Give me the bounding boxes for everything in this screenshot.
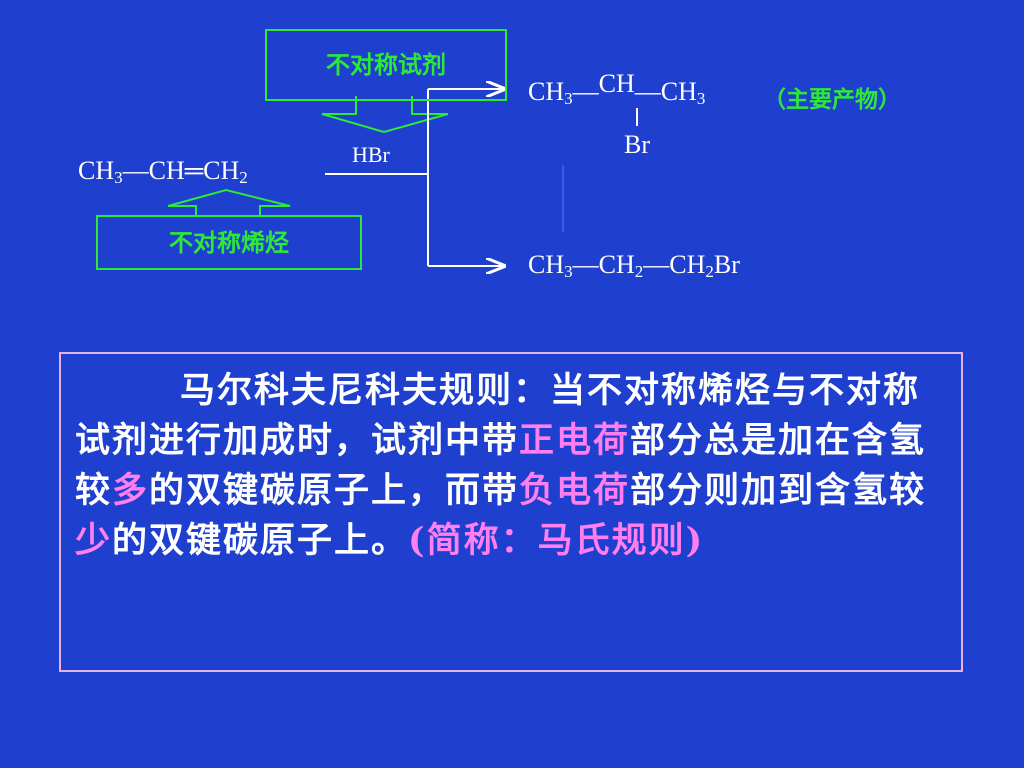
rule-more: 多: [112, 470, 150, 511]
reactant-single-bond: —: [122, 156, 149, 185]
asym-reagent-label: 不对称试剂: [326, 50, 446, 79]
major-product-br-bond: [636, 108, 638, 126]
reaction-arrows: [167, 0, 564, 340]
asym-alkene-label: 不对称烯烃: [169, 228, 289, 257]
markovnikov-rule-box: 马尔科夫尼科夫规则：当不对称烯烃与不对称试剂进行加成时，试剂中带正电荷部分总是加…: [59, 352, 963, 672]
rule-short-name: (简称：马氏规则): [408, 520, 705, 561]
reactant-formula: CH3—CH═CH2: [78, 156, 248, 187]
major-product-br: Br: [624, 130, 650, 159]
major-product-formula: CH3—CH—CH3: [528, 69, 706, 108]
rule-less: 少: [75, 520, 113, 561]
reactant-double-bond: ═: [184, 156, 204, 185]
reagent-hbr: HBr: [352, 142, 390, 167]
major-product-ch: CH: [598, 69, 635, 98]
reactant-ch2: CH: [203, 156, 240, 185]
major-product-note: （主要产物）: [763, 86, 901, 113]
reactant-ch3: CH: [78, 156, 115, 185]
markovnikov-rule-text: 马尔科夫尼科夫规则：当不对称烯烃与不对称试剂进行加成时，试剂中带正电荷部分总是加…: [75, 370, 927, 561]
asym-reagent-box: 不对称试剂: [265, 29, 507, 101]
reactant-ch: CH: [148, 156, 185, 185]
minor-product-formula: CH3—CH2—CH2Br: [528, 250, 740, 281]
rule-positive-charge: 正电荷: [519, 420, 631, 461]
asym-alkene-box: 不对称烯烃: [96, 215, 362, 270]
rule-negative-charge: 负电荷: [519, 470, 631, 511]
